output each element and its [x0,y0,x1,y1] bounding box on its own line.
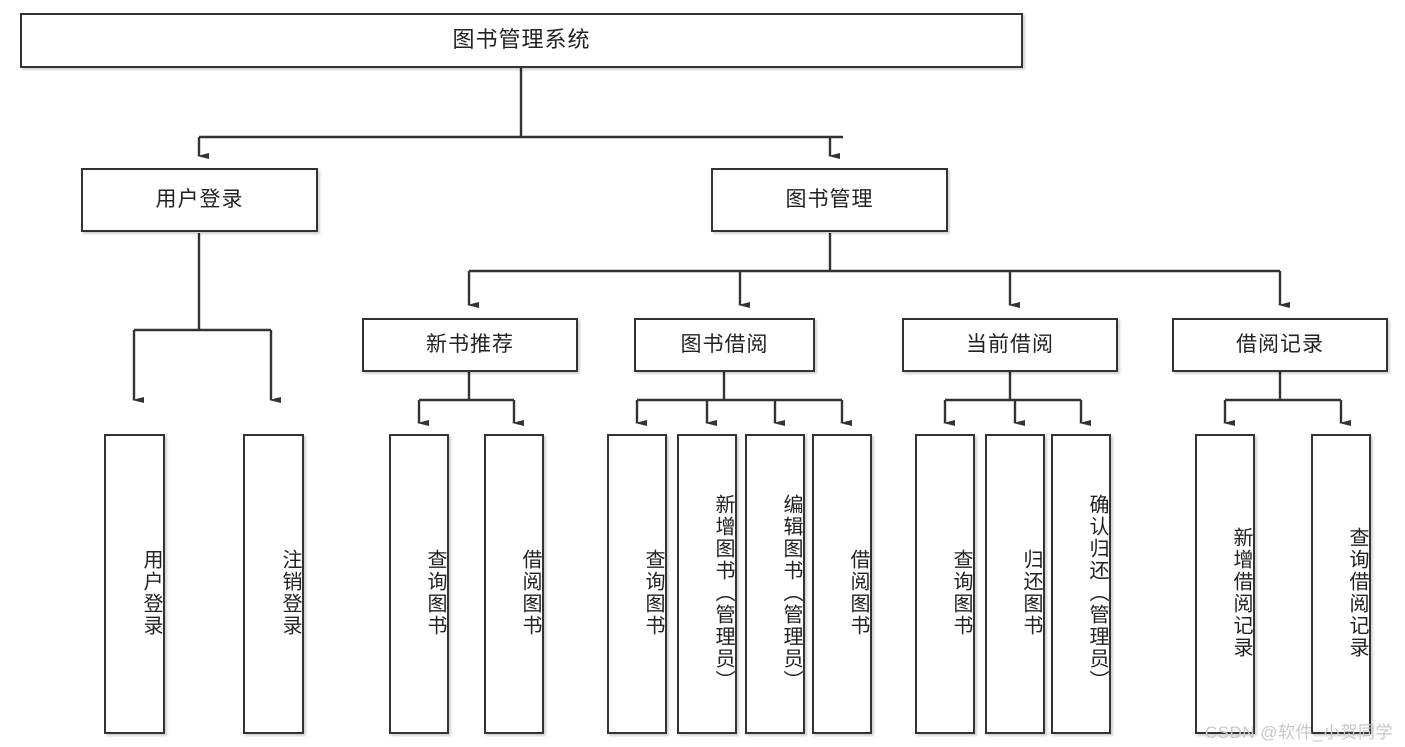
node-leaf-confirm-return[interactable]: 确认归还（管理员） [1051,434,1111,734]
node-leaf-logout-label: 注销登录 [279,549,301,637]
node-leaf-borrow-book-2-label: 借阅图书 [847,549,869,637]
node-leaf-borrow-book-1[interactable]: 借阅图书 [484,434,544,734]
node-root[interactable]: 图书管理系统 [20,13,1023,68]
node-leaf-query-book-3[interactable]: 查询图书 [915,434,975,734]
node-borrow-record[interactable]: 借阅记录 [1172,318,1388,372]
node-root-label: 图书管理系统 [452,27,591,53]
watermark-text: CSDN @软件_小贺同学 [1204,723,1393,742]
node-leaf-add-record[interactable]: 新增借阅记录 [1195,434,1255,734]
node-new-book-rec[interactable]: 新书推荐 [362,318,578,372]
node-leaf-add-book[interactable]: 新增图书（管理员） [677,434,737,734]
node-leaf-query-book-1-label: 查询图书 [424,549,446,637]
node-leaf-logout[interactable]: 注销登录 [243,434,304,734]
node-leaf-query-book-2-label: 查询图书 [642,549,664,637]
node-leaf-user-login-label: 用户登录 [140,549,162,637]
node-current-borrow[interactable]: 当前借阅 [902,318,1118,372]
node-leaf-add-record-label: 新增借阅记录 [1230,527,1252,659]
node-book-borrow[interactable]: 图书借阅 [634,318,815,372]
node-leaf-query-record-label: 查询借阅记录 [1346,527,1368,659]
node-book-manage[interactable]: 图书管理 [711,168,948,232]
node-leaf-query-book-3-label: 查询图书 [950,549,972,637]
node-leaf-confirm-return-label: 确认归还（管理员） [1086,494,1108,692]
node-leaf-borrow-book-1-label: 借阅图书 [519,549,541,637]
node-leaf-add-book-label: 新增图书（管理员） [712,494,734,692]
node-borrow-record-label: 借阅记录 [1236,333,1324,357]
node-leaf-edit-book[interactable]: 编辑图书（管理员） [745,434,805,734]
node-leaf-borrow-book-2[interactable]: 借阅图书 [812,434,872,734]
node-leaf-user-login[interactable]: 用户登录 [104,434,165,734]
node-user-login[interactable]: 用户登录 [81,168,318,232]
node-leaf-query-book-2[interactable]: 查询图书 [607,434,667,734]
node-leaf-query-book-1[interactable]: 查询图书 [389,434,449,734]
node-leaf-return-book-label: 归还图书 [1020,549,1042,637]
node-current-borrow-label: 当前借阅 [966,333,1054,357]
node-leaf-edit-book-label: 编辑图书（管理员） [780,494,802,692]
node-book-manage-label: 图书管理 [785,188,874,212]
node-new-book-rec-label: 新书推荐 [426,333,514,357]
node-user-login-label: 用户登录 [155,188,244,212]
node-leaf-query-record[interactable]: 查询借阅记录 [1311,434,1371,734]
node-leaf-return-book[interactable]: 归还图书 [985,434,1045,734]
node-book-borrow-label: 图书借阅 [680,333,769,357]
